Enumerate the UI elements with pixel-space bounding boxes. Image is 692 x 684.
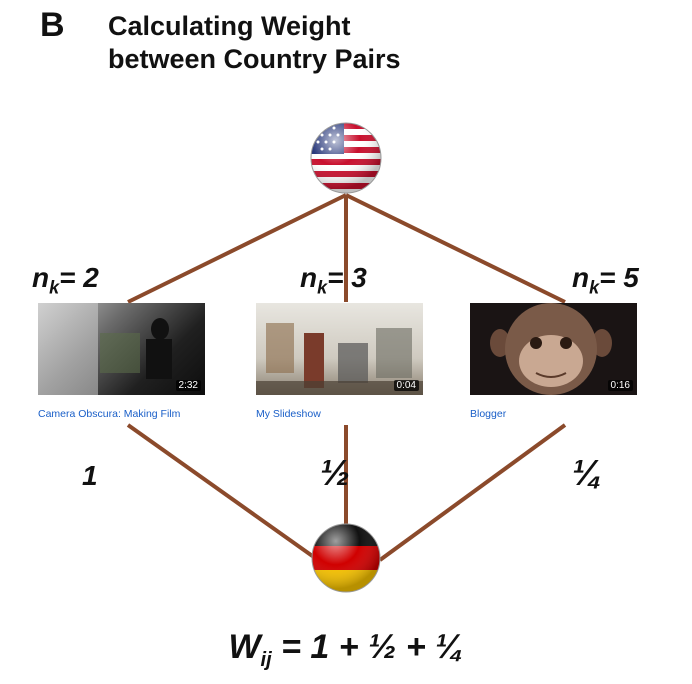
video-duration-2: 0:04	[393, 380, 419, 391]
weight-label-2: ½	[320, 452, 351, 493]
weight-formula: Wij = 1 + ½ + ¼	[228, 628, 464, 671]
thumbnail-scene-2	[256, 323, 423, 395]
nk-label-1: nk= 2	[32, 262, 99, 298]
edge-video3-de	[378, 423, 567, 562]
title-line-2: between Country Pairs	[108, 44, 401, 74]
nk-label-3: nk= 5	[572, 262, 639, 298]
video-title-link-2[interactable]: My Slideshow	[256, 408, 321, 420]
video-title-link-3[interactable]: Blogger	[470, 408, 507, 420]
monkey-face-icon	[490, 303, 612, 395]
video-thumbnail-2[interactable]: 0:04	[256, 303, 423, 395]
edge-video1-de	[126, 423, 320, 562]
panel-letter: B	[40, 6, 65, 44]
edge-us-video1	[127, 193, 347, 304]
video-thumbnail-1[interactable]: 2:32	[38, 303, 205, 395]
video-title-link-1[interactable]: Camera Obscura: Making Film	[38, 408, 181, 420]
video-duration-1: 2:32	[175, 380, 201, 391]
figure-title: Calculating Weight between Country Pairs	[108, 10, 401, 76]
video-thumbnail-3[interactable]: 0:16	[470, 303, 637, 395]
thumbnail-scene-1	[38, 303, 172, 395]
weight-label-3: ¼	[572, 452, 603, 493]
video-duration-3: 0:16	[607, 380, 633, 391]
germany-flag-icon	[311, 523, 381, 593]
weight-label-1: 1	[82, 460, 98, 491]
title-line-1: Calculating Weight	[108, 11, 351, 41]
nk-label-2: nk= 3	[300, 262, 367, 298]
usa-flag-icon	[310, 122, 382, 194]
edge-us-video3	[345, 193, 566, 304]
